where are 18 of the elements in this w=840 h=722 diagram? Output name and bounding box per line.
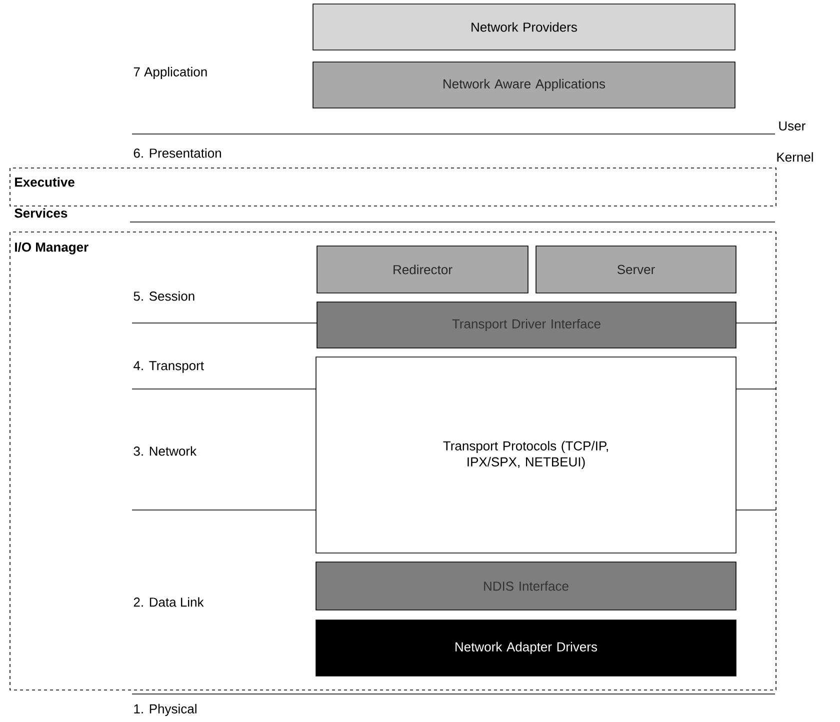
layer-label: Kernel <box>777 152 813 162</box>
layer-label: 4. Transport <box>134 361 204 373</box>
layer-label: User <box>779 121 806 131</box>
layer-box: Network Providers <box>312 4 736 50</box>
layer-label: 2. Data Link <box>134 597 204 607</box>
layer-label: 3. Network <box>134 446 197 456</box>
layer-box: Network Aware Applications <box>312 62 736 108</box>
layer-label: 5. Session <box>134 291 194 301</box>
group-box: Executive Services <box>10 168 776 218</box>
layer-box: Transport Protocols (TCP/IP, IPX/SPX, NETBEUI) <box>316 356 736 554</box>
node-label: Services <box>14 208 68 218</box>
layer-box: Network Adapter Drivers <box>316 620 736 676</box>
layer-box: Server <box>536 246 736 294</box>
layer-box: Redirector <box>316 246 528 294</box>
layer-box: NDIS Interface <box>316 562 736 610</box>
layer-label: 7 Application <box>134 66 207 80</box>
layer-label: 1. Physical <box>134 704 196 716</box>
layer-box: Transport Driver Interface <box>316 302 736 348</box>
